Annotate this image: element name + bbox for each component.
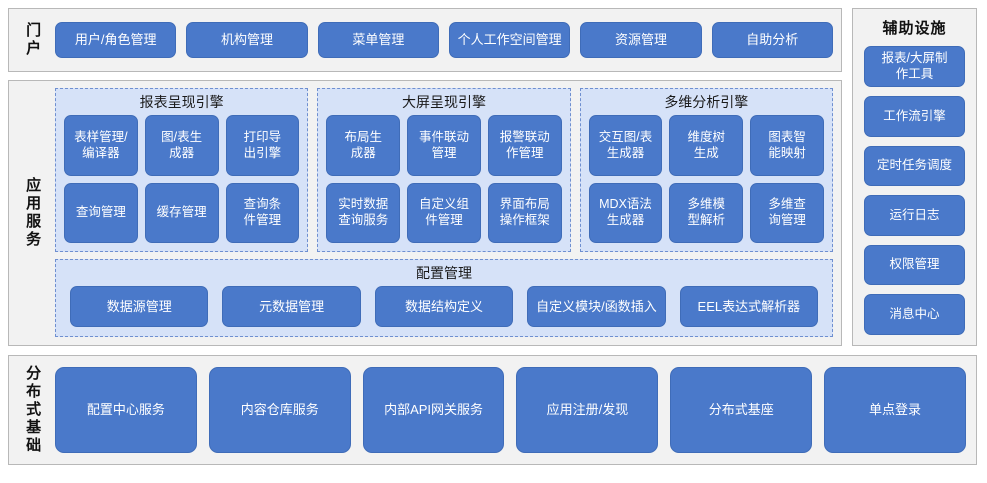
bigscreen-engine-panel: 大屏呈现引擎 布局生 成器 事件联动 管理 报警联动 作管理 实时数据 查询服务… xyxy=(317,88,571,252)
report-engine-item-print-export[interactable]: 打印导 出引擎 xyxy=(225,115,300,176)
portal-item-org[interactable]: 机构管理 xyxy=(186,22,308,58)
bigscreen-engine-grid: 布局生 成器 事件联动 管理 报警联动 作管理 实时数据 查询服务 自定义组 件… xyxy=(326,115,562,243)
report-engine-item-chart-generator[interactable]: 图/表生 成器 xyxy=(144,115,219,176)
aux-item-report-builder[interactable]: 报表/大屏制 作工具 xyxy=(864,46,965,88)
report-engine-item-cache-mgmt[interactable]: 缓存管理 xyxy=(144,182,219,243)
olap-engine-title: 多维分析引擎 xyxy=(664,94,749,110)
application-services-body: 报表呈现引擎 表样管理/ 编译器 图/表生 成器 打印导 出引擎 查询管理 缓存… xyxy=(55,81,841,345)
olap-engine-item-mdx-generator[interactable]: MDX语法 生成器 xyxy=(588,182,663,243)
portal-item-workspace[interactable]: 个人工作空间管理 xyxy=(448,22,571,58)
config-item-metadata[interactable]: 元数据管理 xyxy=(222,286,361,327)
aux-item-runtime-log[interactable]: 运行日志 xyxy=(864,195,965,236)
report-engine-item-query-condition[interactable]: 查询条 件管理 xyxy=(225,182,300,243)
bigscreen-engine-item-custom-component[interactable]: 自定义组 件管理 xyxy=(407,182,481,243)
left-stack: 门户 用户/角色管理 机构管理 菜单管理 个人工作空间管理 资源管理 自助分析 … xyxy=(8,8,842,346)
distributed-base-label: 分布式基础 xyxy=(24,365,42,455)
base-item-api-gateway[interactable]: 内部API网关服务 xyxy=(362,367,505,453)
config-management-panel: 配置管理 数据源管理 元数据管理 数据结构定义 自定义模块/函数插入 EEL表达… xyxy=(55,259,833,337)
report-engine-title: 报表呈现引擎 xyxy=(139,94,224,110)
base-item-config-center[interactable]: 配置中心服务 xyxy=(55,367,197,453)
olap-engine-item-interactive-chart[interactable]: 交互图/表 生成器 xyxy=(588,115,663,176)
base-item-sso[interactable]: 单点登录 xyxy=(824,367,966,453)
report-engine-item-template-editor[interactable]: 表样管理/ 编译器 xyxy=(64,115,138,176)
aux-item-message-center[interactable]: 消息中心 xyxy=(864,294,965,335)
application-services-section: 应用服务 报表呈现引擎 表样管理/ 编译器 图/表生 成器 打印导 出引擎 查询… xyxy=(8,80,842,346)
portal-item-self-service-analysis[interactable]: 自助分析 xyxy=(711,22,833,58)
bigscreen-engine-item-ui-layout-framework[interactable]: 界面布局 操作框架 xyxy=(487,182,562,243)
bigscreen-engine-item-layout-generator[interactable]: 布局生 成器 xyxy=(326,115,401,176)
top-area: 门户 用户/角色管理 机构管理 菜单管理 个人工作空间管理 资源管理 自助分析 … xyxy=(8,8,977,346)
aux-facilities-list: 报表/大屏制 作工具 工作流引擎 定时任务调度 运行日志 权限管理 消息中心 xyxy=(864,46,965,335)
portal-section-label: 门户 xyxy=(24,22,42,58)
aux-facilities-section: 辅助设施 报表/大屏制 作工具 工作流引擎 定时任务调度 运行日志 权限管理 消… xyxy=(852,8,977,346)
aux-facilities-title: 辅助设施 xyxy=(882,20,947,37)
config-management-title: 配置管理 xyxy=(416,265,472,281)
report-engine-grid: 表样管理/ 编译器 图/表生 成器 打印导 出引擎 查询管理 缓存管理 查询条 … xyxy=(64,115,300,243)
bigscreen-engine-item-event-linkage[interactable]: 事件联动 管理 xyxy=(407,115,481,176)
portal-item-menu[interactable]: 菜单管理 xyxy=(317,22,439,58)
application-services-label: 应用服务 xyxy=(24,177,42,249)
report-engine-panel: 报表呈现引擎 表样管理/ 编译器 图/表生 成器 打印导 出引擎 查询管理 缓存… xyxy=(55,88,309,252)
portal-item-user-role[interactable]: 用户/角色管理 xyxy=(55,22,177,58)
config-item-data-structure[interactable]: 数据结构定义 xyxy=(374,286,514,327)
portal-item-resource[interactable]: 资源管理 xyxy=(580,22,702,58)
base-item-distributed-platform[interactable]: 分布式基座 xyxy=(670,367,813,453)
olap-engine-item-model-parse[interactable]: 多维模 型解析 xyxy=(669,182,744,243)
aux-item-permission-mgmt[interactable]: 权限管理 xyxy=(864,244,965,286)
config-item-custom-function[interactable]: 自定义模块/函数插入 xyxy=(527,286,666,327)
engine-row: 报表呈现引擎 表样管理/ 编译器 图/表生 成器 打印导 出引擎 查询管理 缓存… xyxy=(55,88,833,252)
olap-engine-item-query-mgmt[interactable]: 多维查 询管理 xyxy=(750,182,824,243)
olap-engine-grid: 交互图/表 生成器 维度树 生成 图表智 能映射 MDX语法 生成器 多维模 型… xyxy=(588,115,824,243)
aux-item-scheduler[interactable]: 定时任务调度 xyxy=(864,145,965,187)
olap-engine-item-dimension-tree[interactable]: 维度树 生成 xyxy=(669,115,744,176)
portal-section: 门户 用户/角色管理 机构管理 菜单管理 个人工作空间管理 资源管理 自助分析 xyxy=(8,8,842,72)
olap-engine-item-chart-mapping[interactable]: 图表智 能映射 xyxy=(750,115,824,176)
bigscreen-engine-item-realtime-query[interactable]: 实时数据 查询服务 xyxy=(326,182,401,243)
report-engine-item-query-mgmt[interactable]: 查询管理 xyxy=(64,182,138,243)
distributed-base-items: 配置中心服务 内容仓库服务 内部API网关服务 应用注册/发现 分布式基座 单点… xyxy=(55,356,976,464)
bigscreen-engine-item-alarm-action[interactable]: 报警联动 作管理 xyxy=(487,115,562,176)
base-item-content-repository[interactable]: 内容仓库服务 xyxy=(208,367,351,453)
portal-items: 用户/角色管理 机构管理 菜单管理 个人工作空间管理 资源管理 自助分析 xyxy=(55,9,841,71)
base-item-app-registry[interactable]: 应用注册/发现 xyxy=(516,367,659,453)
config-item-datasource[interactable]: 数据源管理 xyxy=(70,286,209,327)
config-item-eel-parser[interactable]: EEL表达式解析器 xyxy=(679,286,819,327)
olap-engine-panel: 多维分析引擎 交互图/表 生成器 维度树 生成 图表智 能映射 MDX语法 生成… xyxy=(579,88,833,252)
bigscreen-engine-title: 大屏呈现引擎 xyxy=(401,94,486,110)
aux-item-workflow-engine[interactable]: 工作流引擎 xyxy=(864,96,965,137)
config-management-items: 数据源管理 元数据管理 数据结构定义 自定义模块/函数插入 EEL表达式解析器 xyxy=(66,286,822,327)
distributed-base-section: 分布式基础 配置中心服务 内容仓库服务 内部API网关服务 应用注册/发现 分布… xyxy=(8,355,977,465)
